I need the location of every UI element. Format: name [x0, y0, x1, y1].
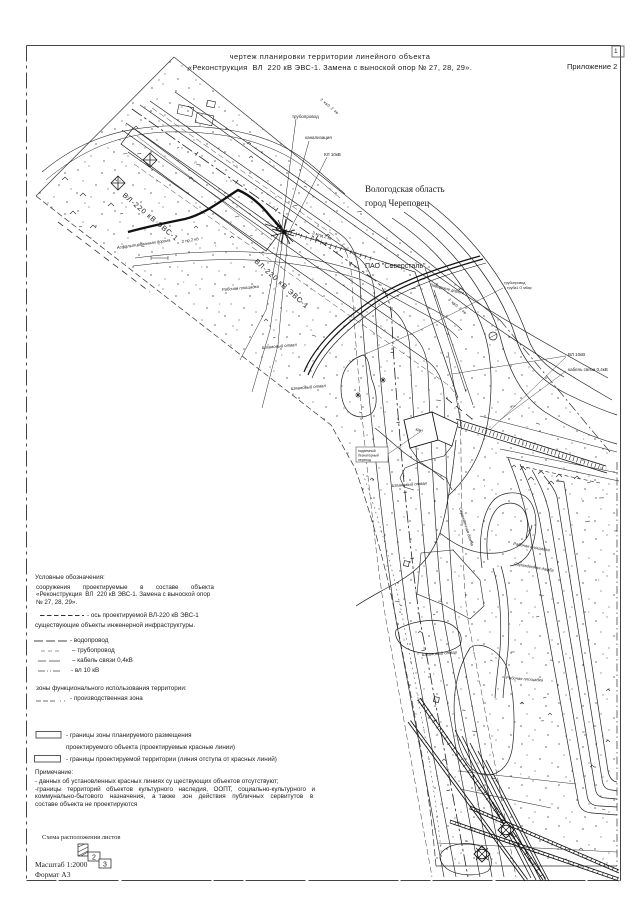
svg-text:2 кв0 2 кв: 2 кв0 2 кв — [319, 97, 340, 115]
svg-text:безнапорный: безнапорный — [358, 454, 379, 458]
svg-text:ПАО "Северсталь": ПАО "Северсталь" — [365, 263, 426, 270]
svg-text:зак!: зак! — [415, 426, 424, 433]
svg-text:Огражденная дамба: Огражденная дамба — [514, 561, 555, 573]
svg-text:Вологодская область: Вологодская область — [365, 184, 445, 194]
svg-text:Рабочая площадка: Рабочая площадка — [222, 284, 260, 292]
svg-text:Рабочая площадка: Рабочая площадка — [506, 675, 544, 683]
svg-text:надземный: надземный — [358, 449, 376, 453]
svg-text:КЛ 10кВ: КЛ 10кВ — [324, 152, 341, 157]
svg-text:2: 2 — [92, 855, 96, 862]
svg-text:кабель связи 0,4кВ: кабель связи 0,4кВ — [568, 367, 608, 372]
svg-text:город Череповец: город Череповец — [365, 198, 429, 208]
svg-text:Шламовый отвал: Шламовый отвал — [422, 650, 458, 657]
svg-text:2 пр.2 кб: 2 пр.2 кб — [181, 236, 199, 244]
svg-text:3 млд 2 кв: 3 млд 2 кв — [312, 230, 333, 241]
svg-text:трубопровод: трубопровод — [292, 114, 319, 119]
svg-text:трубопровод: трубопровод — [504, 281, 526, 285]
svg-text:Рабочая площадка: Рабочая площадка — [513, 541, 551, 552]
svg-text:ВЛ 10кВ: ВЛ 10кВ — [568, 352, 585, 357]
svg-text:Шламовый отвал: Шламовый отвал — [291, 383, 327, 391]
svg-text:канализация: канализация — [305, 135, 332, 140]
svg-text:переход: переход — [358, 458, 371, 462]
svg-text:3: 3 — [103, 862, 107, 869]
svg-text:1 труба1 О мбар: 1 труба1 О мбар — [504, 286, 532, 290]
svg-text:Шламовый отвал: Шламовый отвал — [262, 342, 298, 350]
svg-text:Шламовый отвал: Шламовый отвал — [392, 481, 428, 488]
